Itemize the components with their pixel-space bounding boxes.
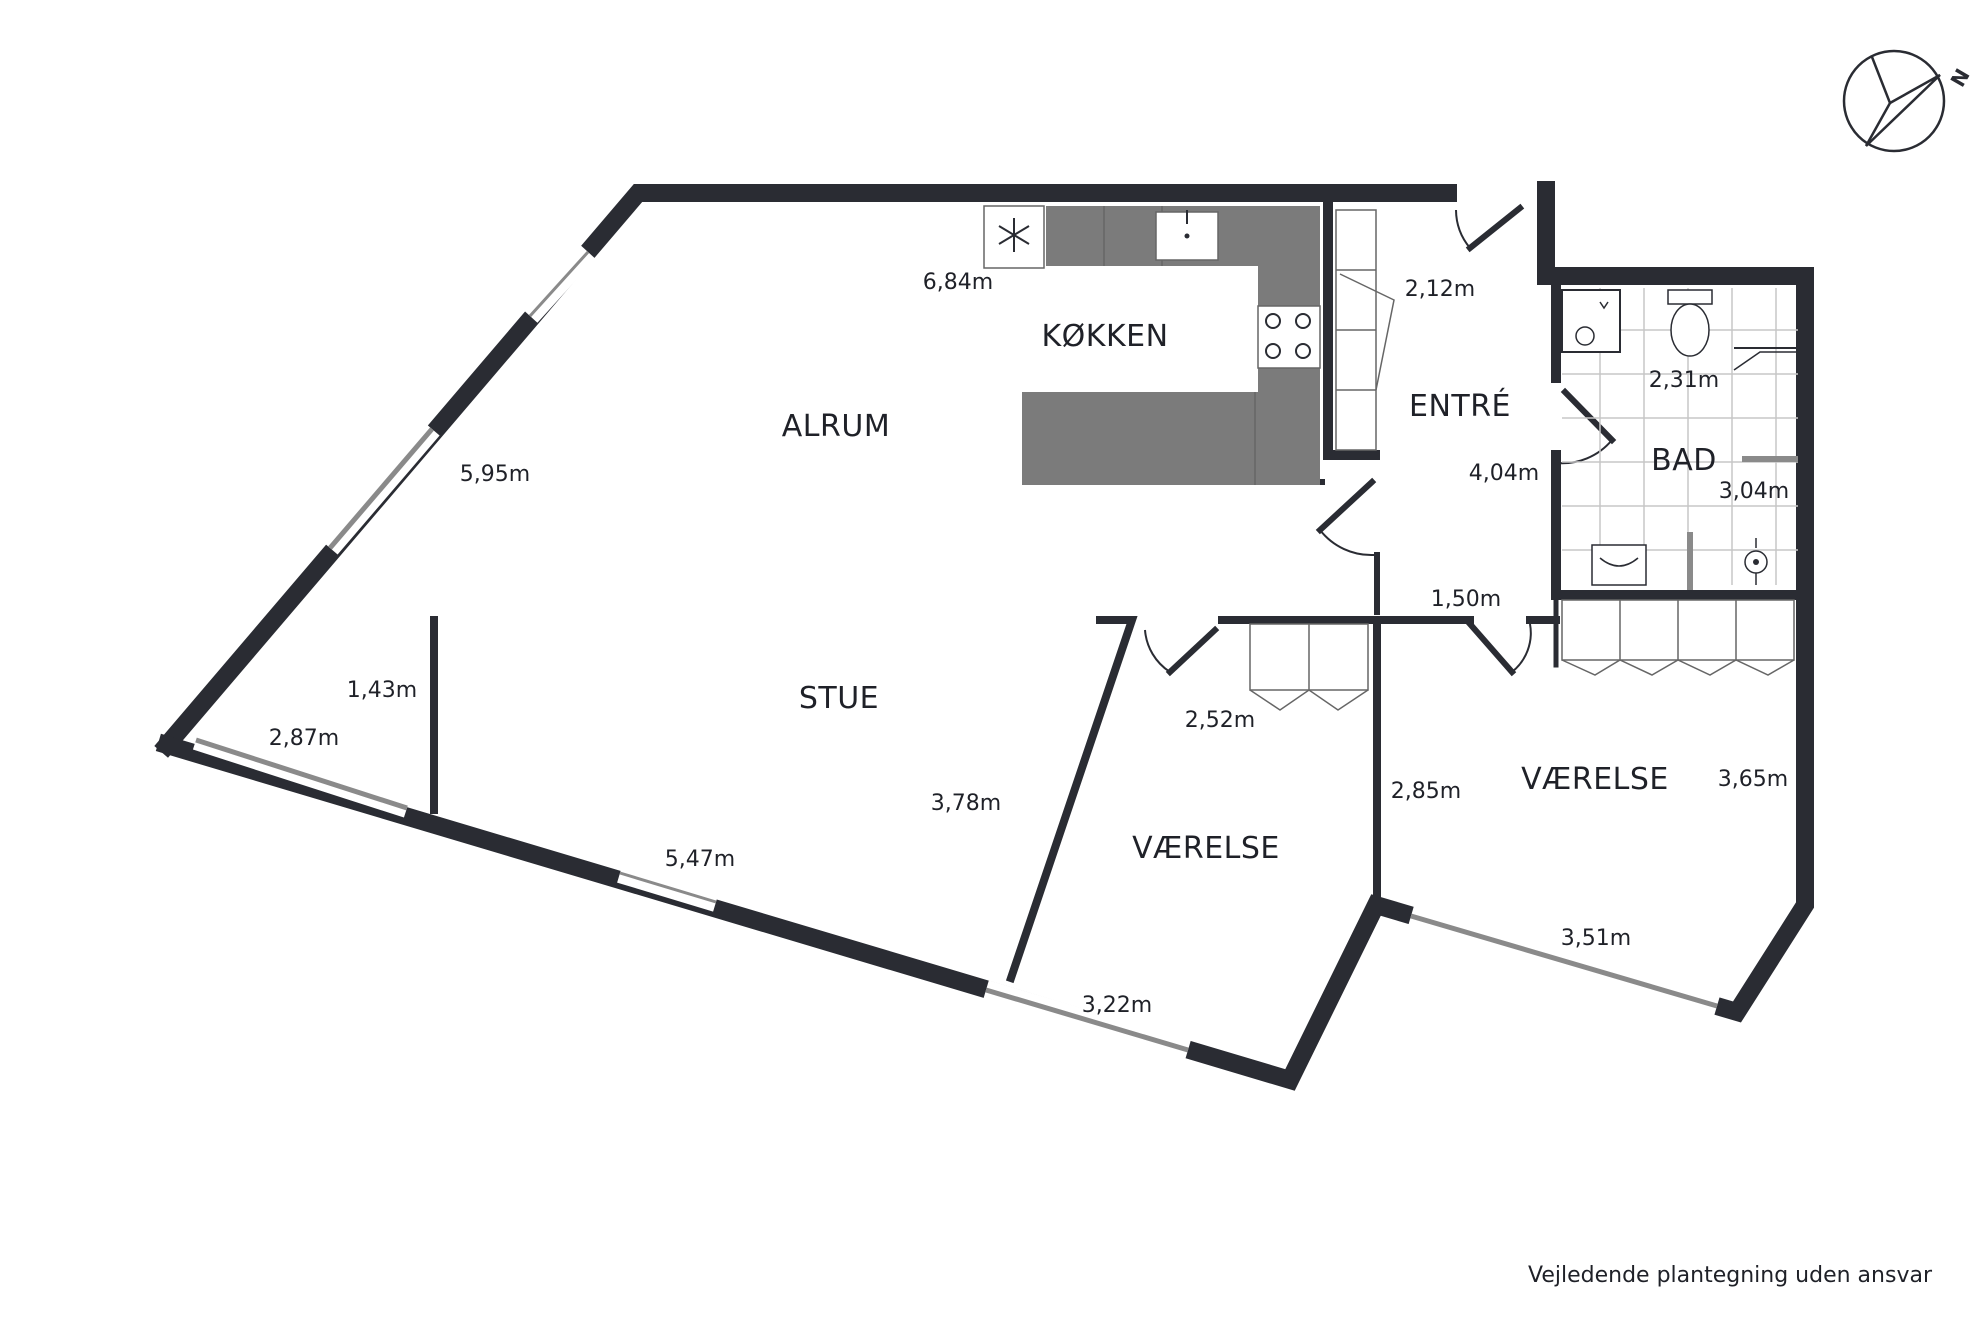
dim-stue-bottom: 5,47m <box>665 847 735 872</box>
toilet-icon <box>1667 289 1713 357</box>
bathroom-door <box>1555 387 1617 465</box>
room-labels: ALRUM KØKKEN STUE ENTRÉ BAD VÆRELSE VÆRE… <box>782 319 1717 866</box>
stove-icon <box>1257 305 1321 369</box>
room-label-koekken: KØKKEN <box>1041 319 1168 354</box>
compass-north-label: N <box>1946 64 1975 91</box>
room-label-vaerelse-right: VÆRELSE <box>1521 762 1669 797</box>
dim-entre-bottom: 1,50m <box>1431 587 1501 612</box>
windows <box>192 245 1720 1060</box>
disclaimer-text: Vejledende plantegning uden ansvar <box>1528 1263 1932 1288</box>
shower-wall <box>1733 347 1798 371</box>
washbasin-icon <box>1591 544 1647 586</box>
bathroom <box>1561 288 1798 590</box>
sink-icon <box>1155 210 1219 261</box>
entre-wardrobe <box>1335 209 1395 451</box>
compass-icon: N <box>1842 49 1975 153</box>
dim-vaerelse-right-side-left: 2,85m <box>1391 779 1461 804</box>
window <box>617 863 719 912</box>
room-label-vaerelse-left: VÆRELSE <box>1132 831 1280 866</box>
kitchen <box>983 205 1321 485</box>
shower-icon <box>1744 538 1768 585</box>
washing-machine-icon <box>1561 289 1621 353</box>
dim-vaerelse-left-bottom: 3,22m <box>1082 993 1152 1018</box>
window <box>983 980 1191 1060</box>
dim-alrum-window-wall: 5,95m <box>460 462 530 487</box>
dim-kitchen-length: 6,84m <box>923 270 993 295</box>
window <box>1408 906 1720 1016</box>
fridge-icon <box>983 205 1045 269</box>
window <box>522 245 596 323</box>
room-label-stue: STUE <box>799 681 879 716</box>
dim-entre-side: 4,04m <box>1469 461 1539 486</box>
room-label-entre: ENTRÉ <box>1409 388 1511 424</box>
bedroom-left-closet <box>1249 623 1369 711</box>
dim-stue-nook-depth: 1,43m <box>347 678 417 703</box>
dim-stue-nook-width: 2,87m <box>269 726 339 751</box>
dimension-labels: 5,95m 6,84m 2,12m 2,31m 4,04m 3,04m 1,50… <box>269 270 1789 1018</box>
dim-bad-top: 2,31m <box>1649 368 1719 393</box>
alrum-door <box>1315 477 1377 557</box>
interior-walls <box>430 188 1805 984</box>
doors <box>1144 203 1617 677</box>
dim-closet-width: 2,52m <box>1185 708 1255 733</box>
dim-bad-side: 3,04m <box>1719 479 1789 504</box>
bedroom-left-door <box>1144 625 1220 677</box>
room-label-bad: BAD <box>1651 443 1717 478</box>
room-label-alrum: ALRUM <box>782 409 890 444</box>
bedroom-right-door <box>1465 619 1532 677</box>
dim-vaerelse-right-side-right: 3,65m <box>1718 767 1788 792</box>
window <box>322 422 440 555</box>
dim-vaerelse-right-bottom: 3,51m <box>1561 926 1631 951</box>
dim-entre-top: 2,12m <box>1405 277 1475 302</box>
dim-stue-depth: 3,78m <box>931 791 1001 816</box>
bedroom-right-closet <box>1561 599 1795 676</box>
entrance-door <box>1455 203 1525 253</box>
window <box>192 730 411 818</box>
